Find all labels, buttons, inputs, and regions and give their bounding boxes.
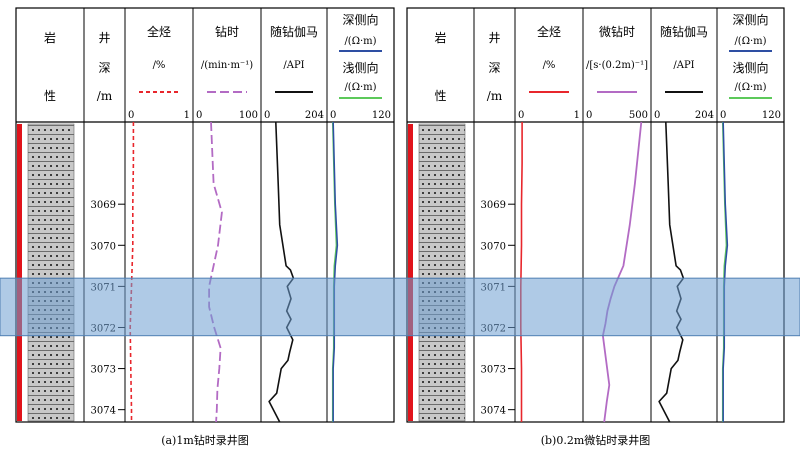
hydrocarbon-header-title: 全烃 bbox=[147, 24, 171, 39]
depth-tick-label: 3074 bbox=[91, 406, 116, 417]
depth-header-unit: /m bbox=[97, 89, 113, 103]
shallow-lateral-unit: /(Ω·m) bbox=[734, 82, 766, 93]
highlighted-interval bbox=[0, 277, 800, 337]
drilltime-header-unit: /[s·(0.2m)⁻¹] bbox=[586, 60, 648, 71]
depth-header-1: 井 bbox=[488, 31, 500, 45]
depth-tick-label: 3073 bbox=[91, 365, 116, 376]
depth-tick-label: 3069 bbox=[91, 200, 116, 211]
resistivity-scale-max: 120 bbox=[372, 110, 391, 121]
gamma-curve bbox=[268, 121, 295, 423]
depth-tick-label: 3070 bbox=[481, 241, 506, 252]
shallow-lateral-title: 浅侧向 bbox=[732, 60, 768, 75]
gamma-scale-min: 0 bbox=[654, 110, 660, 121]
panel-caption: (b)0.2m微钻时录井图 bbox=[541, 433, 651, 447]
hydrocarbon-curve bbox=[129, 122, 135, 422]
lithology-red-bar bbox=[408, 124, 413, 421]
deep-lateral-unit: /(Ω·m) bbox=[344, 36, 376, 47]
depth-tick-label: 3074 bbox=[481, 406, 506, 417]
resistivity-scale-max: 120 bbox=[762, 110, 781, 121]
deep-lateral-unit: /(Ω·m) bbox=[734, 36, 766, 47]
lithology-header-bottom: 性 bbox=[44, 89, 56, 103]
drilltime-header-title: 钻时 bbox=[215, 24, 239, 39]
depth-tick-label: 3070 bbox=[91, 241, 116, 252]
depth-header-unit: /m bbox=[487, 89, 503, 103]
gamma-header-unit: /API bbox=[673, 60, 694, 71]
gamma-header-unit: /API bbox=[283, 60, 304, 71]
drilltime-scale-min: 0 bbox=[586, 110, 592, 121]
lithology-sandstone-fill bbox=[27, 123, 75, 422]
resistivity-scale-min: 0 bbox=[330, 110, 336, 121]
hydrocarbon-header-unit: /% bbox=[543, 60, 556, 71]
drilltime-header-title: 微钻时 bbox=[599, 24, 635, 39]
deep-lateral-title: 深侧向 bbox=[732, 12, 768, 27]
shallow-lateral-title: 浅侧向 bbox=[342, 60, 378, 75]
depth-tick-label: 3073 bbox=[481, 365, 506, 376]
shallow-lateral-unit: /(Ω·m) bbox=[344, 82, 376, 93]
lithology-red-bar bbox=[17, 124, 22, 421]
drilltime-scale-min: 0 bbox=[196, 110, 202, 121]
lithology-header-bottom: 性 bbox=[434, 89, 446, 103]
resistivity-scale-min: 0 bbox=[720, 110, 726, 121]
panel-caption: (a)1m钻时录井图 bbox=[161, 433, 249, 447]
hydrocarbon-curve bbox=[519, 122, 523, 422]
gamma-header-title: 随钻伽马 bbox=[660, 24, 708, 39]
drilltime-scale-max: 500 bbox=[629, 110, 648, 121]
depth-tick-label: 3069 bbox=[481, 200, 506, 211]
depth-header-1: 井 bbox=[98, 31, 110, 45]
depth-header-2: 深 bbox=[98, 61, 110, 75]
panel-frame bbox=[406, 7, 785, 423]
drilltime-header-unit: /(min·m⁻¹) bbox=[201, 60, 253, 71]
lithology-header-top: 岩 bbox=[434, 30, 446, 45]
hydrocarbon-scale-max: 1 bbox=[574, 110, 580, 121]
hydrocarbon-header-unit: /% bbox=[153, 60, 166, 71]
gamma-scale-max: 204 bbox=[305, 110, 324, 121]
lithology-sandstone-fill bbox=[418, 123, 466, 422]
drilltime-curve bbox=[208, 121, 223, 423]
gamma-scale-max: 204 bbox=[695, 110, 714, 121]
panel-frame bbox=[15, 7, 395, 423]
hydrocarbon-scale-max: 1 bbox=[184, 110, 190, 121]
hydrocarbon-header-title: 全烃 bbox=[537, 24, 561, 39]
gamma-curve bbox=[658, 121, 685, 423]
drilltime-scale-max: 100 bbox=[239, 110, 258, 121]
drilltime-curve bbox=[602, 121, 643, 423]
gamma-header-title: 随钻伽马 bbox=[270, 24, 318, 39]
gamma-scale-min: 0 bbox=[264, 110, 270, 121]
lithology-header-top: 岩 bbox=[44, 30, 56, 45]
deep-lateral-title: 深侧向 bbox=[342, 12, 378, 27]
depth-header-2: 深 bbox=[488, 61, 500, 75]
hydrocarbon-scale-min: 0 bbox=[128, 110, 134, 121]
hydrocarbon-scale-min: 0 bbox=[518, 110, 524, 121]
